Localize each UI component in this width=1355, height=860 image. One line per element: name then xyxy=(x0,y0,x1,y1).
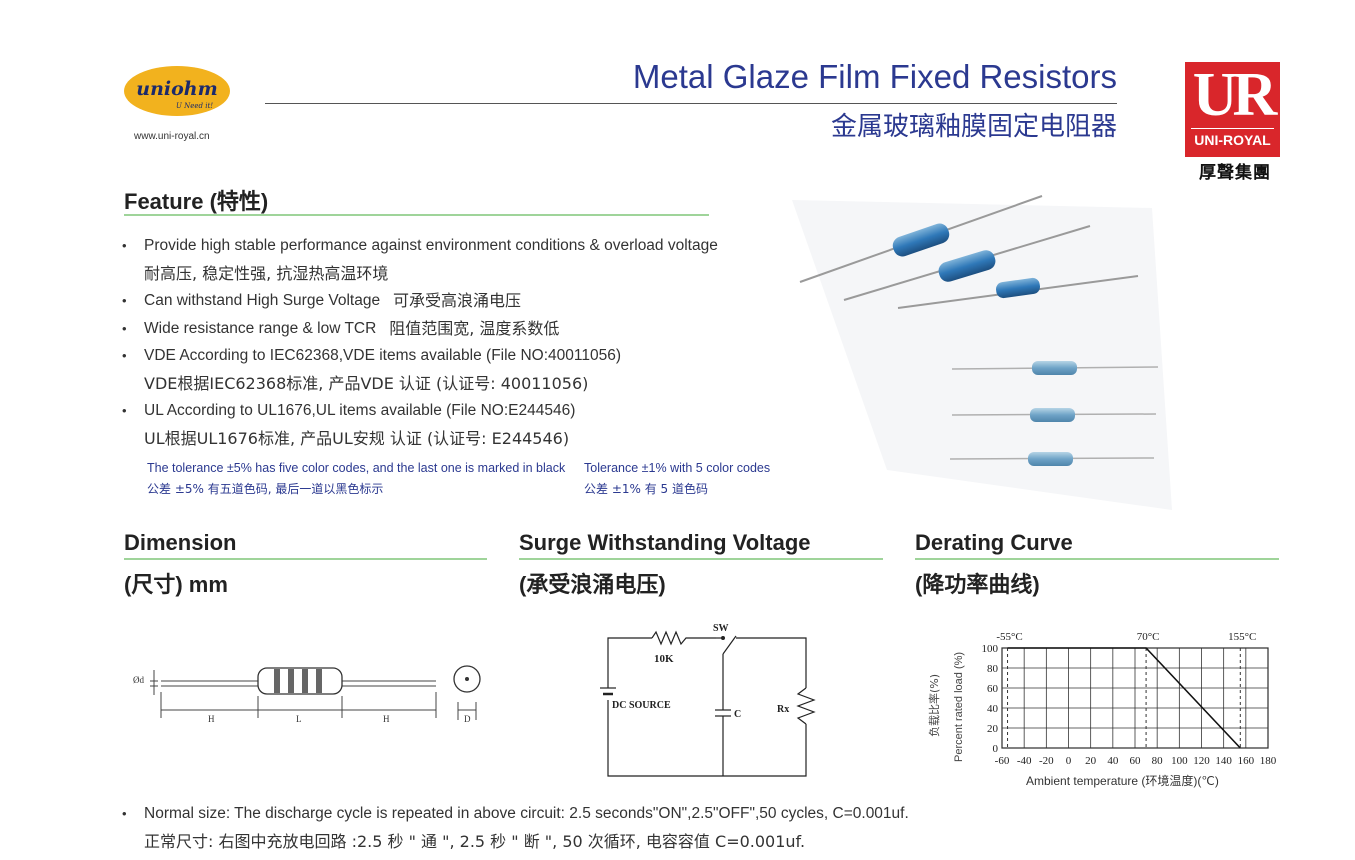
x-tick-label: 20 xyxy=(1085,755,1097,767)
resistor-flat-1 xyxy=(951,361,1159,375)
x-tick-label: 120 xyxy=(1193,755,1210,767)
h1-label: H xyxy=(208,714,215,724)
dimension-sub: (尺寸) mm xyxy=(124,572,228,597)
x-tick-label: 100 xyxy=(1171,755,1188,767)
list-item: •Can withstand High Surge Voltage 可承受高浪涌… xyxy=(122,287,742,315)
resistor-photo xyxy=(792,195,1172,510)
capacitor-label: C xyxy=(734,709,741,720)
feature-text: Provide high stable performance against … xyxy=(144,237,718,254)
resistor-10k-label: 10K xyxy=(654,653,674,665)
feature-text: VDE According to IEC62368,VDE items avai… xyxy=(144,347,622,364)
note-tolerance-5-cn: 公差 ±5% 有五道色码, 最后一道以黑色标示 xyxy=(147,482,384,496)
list-item: VDE根据IEC62368标准, 产品VDE 认证 (认证号: 40011056… xyxy=(122,370,742,398)
x-tick-label: -20 xyxy=(1039,755,1054,767)
switch-label: SW xyxy=(713,623,729,634)
dimension-drawing: Ød H L H D xyxy=(133,665,481,724)
temperature-mark-label: -55°C xyxy=(996,631,1022,643)
feature-text: Can withstand High Surge Voltage xyxy=(144,292,381,309)
brand-mark: UR xyxy=(1192,61,1278,129)
list-item: •Provide high stable performance against… xyxy=(122,232,742,260)
derating-line xyxy=(1007,647,1241,749)
note-tolerance-1: Tolerance ±1% with 5 color codes xyxy=(584,461,771,475)
list-item: •Wide resistance range & low TCR 阻值范围宽, … xyxy=(122,315,742,343)
dc-source-label: DC SOURCE xyxy=(612,700,671,711)
temperature-mark-label: 155°C xyxy=(1228,631,1256,643)
y-tick-label: 80 xyxy=(987,663,999,675)
y-tick-label: 20 xyxy=(987,723,999,735)
y-tick-label: 0 xyxy=(993,743,999,755)
resistor-flat-2 xyxy=(951,408,1157,422)
feature-text-cn: 阻值范围宽, 温度系数低 xyxy=(389,318,560,338)
resistor-angled-2 xyxy=(843,225,1091,301)
x-tick-label: 40 xyxy=(1107,755,1119,767)
x-tick-label: -60 xyxy=(995,755,1010,767)
feature-text: UL According to UL1676,UL items availabl… xyxy=(144,402,576,419)
uniohm-logo: uniohm xyxy=(124,66,230,116)
dimension-rule xyxy=(124,558,487,560)
resistor-angled-3 xyxy=(897,275,1139,309)
resistor-angled-1 xyxy=(799,195,1043,283)
x-label: Ambient temperature (环境温度)(℃) xyxy=(1026,773,1219,788)
surge-circuit: 10K SW DC SOURCE C Rx xyxy=(600,623,816,777)
page-title-en: Metal Glaze Film Fixed Resistors xyxy=(632,58,1117,95)
od-label: Ød xyxy=(133,675,144,685)
rx-label: Rx xyxy=(777,704,789,715)
derating-rule xyxy=(915,558,1279,560)
derating-sub: (降功率曲线) xyxy=(915,572,1040,597)
logo-slogan: U Need it! xyxy=(176,102,214,110)
feature-rule xyxy=(124,214,709,216)
feature-text-cn: UL根据UL1676标准, 产品UL安规 认证 (认证号: E244546) xyxy=(144,428,570,448)
d-label: D xyxy=(464,714,471,724)
page-title-cn: 金属玻璃釉膜固定电阻器 xyxy=(830,112,1117,142)
l-label: L xyxy=(296,714,302,724)
surge-heading: Surge Withstanding Voltage xyxy=(519,530,811,555)
list-item: •VDE According to IEC62368,VDE items ava… xyxy=(122,342,742,370)
x-tick-label: 60 xyxy=(1130,755,1142,767)
feature-text: Wide resistance range & low TCR xyxy=(144,319,377,337)
h2-label: H xyxy=(383,714,390,724)
brand-name: UNI-ROYAL xyxy=(1191,128,1274,151)
feature-text-cn: VDE根据IEC62368标准, 产品VDE 认证 (认证号: 40011056… xyxy=(144,373,589,393)
brand-name-cn: 厚聲集團 xyxy=(1199,163,1271,183)
x-tick-label: 140 xyxy=(1215,755,1232,767)
y-tick-label: 60 xyxy=(987,683,999,695)
x-tick-label: 80 xyxy=(1152,755,1164,767)
y-tick-label: 40 xyxy=(987,703,999,715)
x-tick-label: 160 xyxy=(1238,755,1255,767)
surge-sub: (承受浪涌电压) xyxy=(519,572,666,597)
list-item: 耐高压, 稳定性强, 抗湿热高温环境 xyxy=(122,260,742,288)
y-label-en: Percent rated load (%) xyxy=(953,652,965,762)
note-tolerance-5: The tolerance ±5% has five color codes, … xyxy=(147,461,566,475)
feature-list: •Provide high stable performance against… xyxy=(122,232,742,452)
feature-heading: Feature (特性) xyxy=(124,189,269,214)
y-label-cn: 负载比率(%) xyxy=(927,674,941,737)
x-tick-label: 180 xyxy=(1260,755,1277,767)
list-item: UL根据UL1676标准, 产品UL安规 认证 (认证号: E244546) xyxy=(122,425,742,453)
derating-heading: Derating Curve xyxy=(915,530,1073,555)
uniroyal-logo: UR UNI-ROYAL xyxy=(1185,62,1280,157)
list-item: •UL According to UL1676,UL items availab… xyxy=(122,397,742,425)
feature-text-cn: 耐高压, 稳定性强, 抗湿热高温环境 xyxy=(144,263,389,283)
normal-size-note: Normal size: The discharge cycle is repe… xyxy=(144,805,909,822)
x-tick-label: -40 xyxy=(1017,755,1032,767)
logo-text: uniohm xyxy=(136,78,218,100)
x-tick-label: 0 xyxy=(1066,755,1072,767)
title-divider xyxy=(265,103,1117,104)
note-tolerance-1-cn: 公差 ±1% 有 5 道色码 xyxy=(584,482,708,496)
surge-rule xyxy=(519,558,883,560)
bottom-notes: •Normal size: The discharge cycle is rep… xyxy=(122,800,1022,856)
temperature-mark-label: 70°C xyxy=(1137,631,1160,643)
list-item: •Normal size: The discharge cycle is rep… xyxy=(122,800,1022,828)
derating-chart: -60 -40 -20 0 20 40 60 80 100 120 140 160 180 0 20 40 60… xyxy=(927,631,1277,788)
website-url: www.uni-royal.cn xyxy=(134,131,210,142)
feature-text-cn: 可承受高浪涌电压 xyxy=(393,291,522,310)
y-tick-label: 100 xyxy=(982,643,999,655)
resistor-flat-3 xyxy=(949,452,1155,466)
normal-size-note-cn: 正常尺寸: 右图中充放电回路 :2.5 秒 " 通 ", 2.5 秒 " 断 "… xyxy=(144,832,806,851)
dimension-heading: Dimension xyxy=(124,530,237,555)
